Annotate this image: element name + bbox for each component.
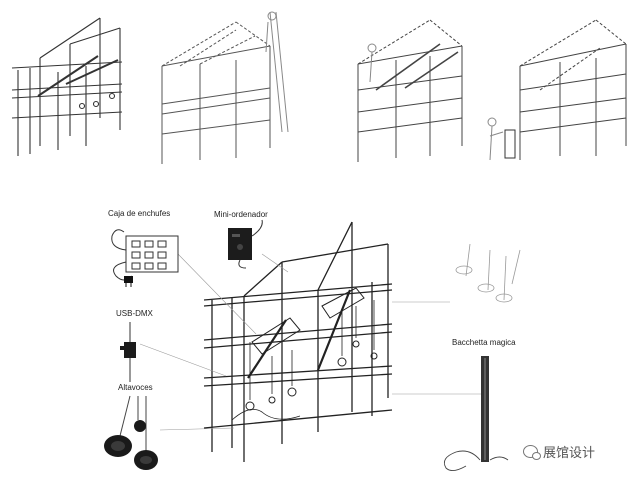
label-caja-de-enchufes: Caja de enchufes: [108, 209, 171, 218]
hanging-objects-sketch: [455, 243, 521, 303]
thumbnail-1: [11, 17, 123, 156]
wechat-icon: [523, 445, 541, 460]
thumbnail-3: [357, 19, 463, 162]
speaker-icon: [104, 395, 158, 470]
label-mini-ordenador: Mini-ordenador: [214, 210, 268, 219]
main-scaffold: [203, 221, 393, 462]
watermark: 展馆设计: [523, 442, 595, 461]
plug-icon: [124, 276, 133, 287]
label-bacchetta-magica: Bacchetta magica: [452, 338, 516, 347]
magic-wand-icon: [443, 356, 509, 471]
mini-computer-icon: [228, 219, 263, 269]
label-usb-dmx: USB-DMX: [116, 309, 153, 318]
power-strip-icon: [111, 229, 179, 281]
label-altavoces: Altavoces: [118, 383, 153, 392]
watermark-text: 展馆设计: [543, 446, 596, 461]
thumbnail-2: [161, 11, 289, 164]
thumbnail-4: [487, 19, 627, 161]
leader-lines: [139, 253, 484, 431]
usb-dmx-icon: [120, 322, 136, 382]
